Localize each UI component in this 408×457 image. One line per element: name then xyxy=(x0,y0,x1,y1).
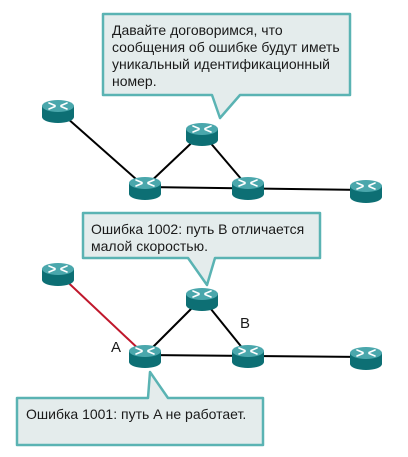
link-top-1 xyxy=(57,109,146,188)
router-icon xyxy=(231,344,265,369)
router-icon xyxy=(128,344,162,369)
router-icon xyxy=(185,287,219,312)
router-icon xyxy=(41,262,75,287)
callout-bottom-bubble xyxy=(15,370,265,447)
path-b-label: B xyxy=(240,315,251,332)
router-icon xyxy=(349,346,383,371)
callout-middle-bubble xyxy=(81,211,322,287)
router-icon xyxy=(231,176,265,201)
callout-middle-text: Ошибка 1002: путь B отличается малой ско… xyxy=(91,221,305,254)
bottom-diagram-links xyxy=(57,272,367,358)
callout-bottom-text: Ошибка 1001: путь A не работает. xyxy=(26,406,247,422)
router-icon xyxy=(185,122,219,147)
router-icon xyxy=(349,179,383,204)
router-icon xyxy=(128,176,162,201)
path-a-label: A xyxy=(111,339,122,356)
callout-top-text: Давайте договоримся, что сообщения об ош… xyxy=(112,22,340,89)
callout-top-bubble xyxy=(101,12,352,120)
router-icon xyxy=(41,99,75,124)
top-diagram-links xyxy=(57,109,367,191)
link-path-a xyxy=(57,272,146,356)
